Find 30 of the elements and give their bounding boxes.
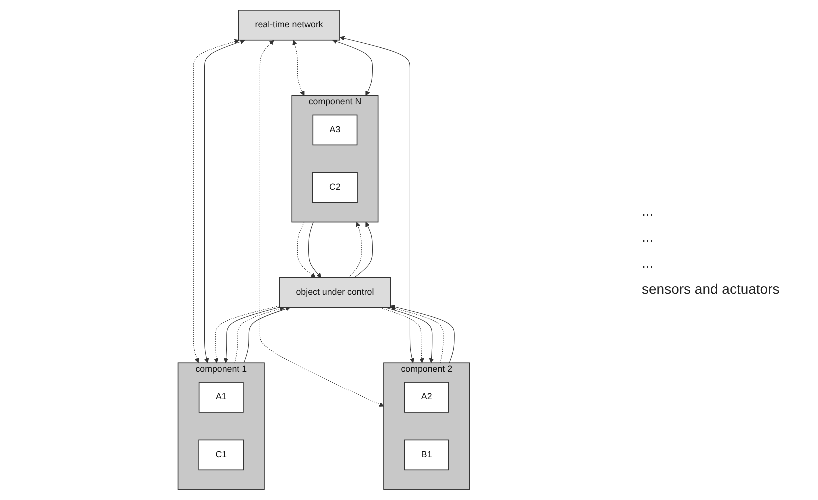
arrow bbox=[308, 222, 322, 278]
arrow bbox=[340, 36, 415, 364]
arrow bbox=[385, 307, 434, 364]
arrow bbox=[214, 306, 280, 364]
note-label: ... bbox=[642, 255, 655, 271]
arrow bbox=[390, 304, 455, 364]
arrow bbox=[332, 40, 373, 96]
arrow bbox=[244, 306, 291, 364]
arrow bbox=[204, 40, 246, 364]
node-box: A3 bbox=[312, 114, 358, 146]
note-label: ... bbox=[642, 203, 655, 219]
node-box: B1 bbox=[404, 440, 450, 471]
arrow bbox=[297, 222, 316, 278]
arrow bbox=[380, 307, 424, 364]
note-label: sensors and actuators bbox=[642, 281, 781, 297]
note-label: ... bbox=[642, 229, 655, 245]
node-box: C1 bbox=[198, 440, 244, 471]
node-box: C2 bbox=[312, 172, 358, 204]
arrow bbox=[354, 222, 373, 278]
node-box: A2 bbox=[404, 382, 450, 413]
arrow bbox=[234, 306, 285, 364]
arrow bbox=[292, 40, 305, 96]
arrow bbox=[193, 39, 240, 364]
node-box: A1 bbox=[198, 382, 244, 413]
node-box: real-time network bbox=[238, 10, 340, 41]
arrow bbox=[348, 222, 362, 278]
arrow bbox=[260, 40, 384, 407]
arrow bbox=[390, 306, 444, 364]
arrow bbox=[224, 307, 280, 364]
node-box: object under control bbox=[279, 277, 392, 308]
